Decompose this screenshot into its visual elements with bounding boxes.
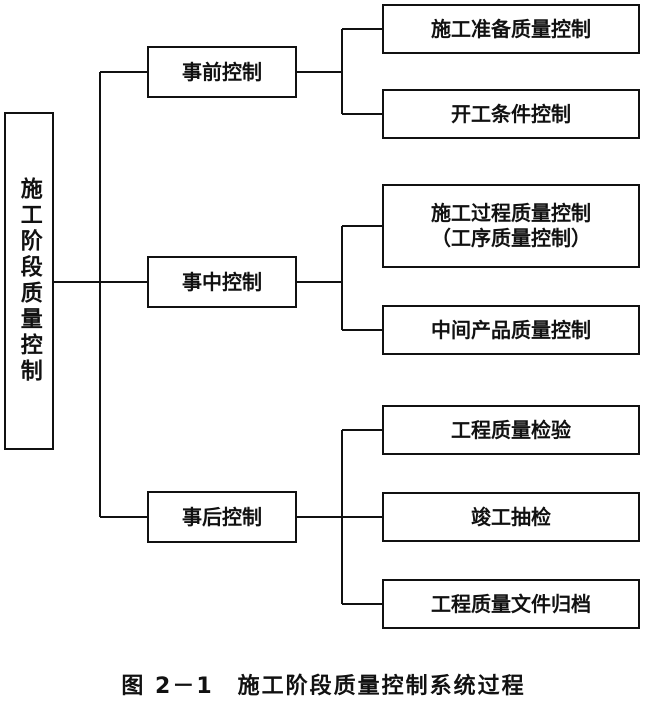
phase-node-during: 事中控制 xyxy=(147,256,297,308)
item-node: 开工条件控制 xyxy=(382,89,640,139)
root-label: 施工阶段质量控制 xyxy=(16,177,42,385)
item-label: 工程质量检验 xyxy=(451,417,571,442)
phase-label-after: 事后控制 xyxy=(182,504,262,529)
item-node: 施工准备质量控制 xyxy=(382,4,640,54)
phase-node-after: 事后控制 xyxy=(147,491,297,543)
item-sublabel: （工序质量控制） xyxy=(431,226,591,250)
item-node: 中间产品质量控制 xyxy=(382,305,640,355)
item-node: 工程质量检验 xyxy=(382,405,640,455)
item-label: 竣工抽检 xyxy=(471,504,551,529)
figure-caption: 图 2－1 施工阶段质量控制系统过程 xyxy=(121,674,526,699)
item-label: 中间产品质量控制 xyxy=(431,317,591,342)
phase-label-during: 事中控制 xyxy=(182,269,262,294)
item-label: 开工条件控制 xyxy=(451,101,571,126)
phase-node-before: 事前控制 xyxy=(147,46,297,98)
phase-label-before: 事前控制 xyxy=(182,59,262,84)
item-label: 施工准备质量控制 xyxy=(431,16,591,41)
item-node: 施工过程质量控制 （工序质量控制） xyxy=(382,184,640,268)
item-node: 工程质量文件归档 xyxy=(382,579,640,629)
item-label: 工程质量文件归档 xyxy=(431,591,591,616)
item-node: 竣工抽检 xyxy=(382,492,640,542)
root-node: 施工阶段质量控制 xyxy=(4,112,54,450)
item-label: 施工过程质量控制 xyxy=(431,201,591,225)
